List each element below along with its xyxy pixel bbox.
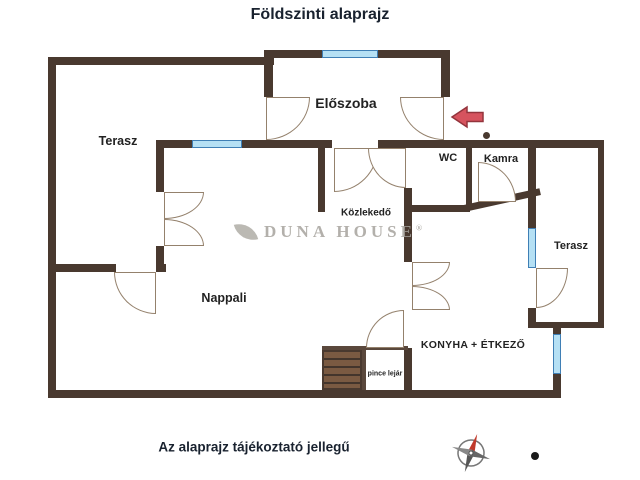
registered-mark: ® [415, 223, 422, 233]
wall-segment [598, 140, 604, 328]
room-label-wc: WC [438, 152, 458, 164]
door-arc [266, 97, 310, 140]
room-label-kamra: Kamra [483, 153, 519, 165]
room-label-pince: pince lejár [367, 370, 403, 378]
room-label-terasz-right: Terasz [553, 240, 589, 252]
double-door-arc [412, 262, 450, 286]
wall-segment [264, 50, 273, 97]
wall-segment [378, 140, 604, 148]
wall-segment [404, 212, 412, 262]
double-door-arc [164, 219, 204, 246]
wall-segment [528, 322, 604, 328]
wall-segment [528, 308, 536, 326]
room-label-nappali: Nappali [201, 291, 247, 305]
double-door-arc [164, 192, 204, 219]
door-arc [368, 148, 406, 188]
basement-stairs [322, 350, 362, 390]
door-arc [536, 268, 568, 308]
wall-segment [156, 148, 164, 192]
wall-segment [322, 346, 408, 350]
door-arc [366, 310, 404, 348]
wall-segment [48, 57, 56, 398]
room-label-terasz-left: Terasz [98, 134, 138, 148]
wall-segment [48, 57, 274, 65]
window-marker [553, 334, 561, 374]
page-title: Földszinti alaprajz [250, 6, 390, 23]
wall-segment [48, 390, 561, 398]
window-marker [528, 228, 536, 268]
window-marker [322, 50, 378, 58]
map-dot [531, 452, 539, 460]
door-hinge-dot [483, 132, 490, 139]
wall-segment [528, 148, 536, 268]
wall-segment [156, 264, 166, 272]
wall-segment [156, 140, 332, 148]
compass-rose-icon [451, 433, 491, 473]
wall-segment [48, 264, 116, 272]
room-label-eloszoba: Előszoba [315, 95, 377, 111]
wall-segment [404, 205, 470, 212]
room-label-konyha: KONYHA + ÉTKEZŐ [420, 339, 526, 351]
door-arc-entrance [400, 97, 444, 140]
room-label-kozlekedo: Közlekedő [340, 207, 392, 219]
double-door-arc [412, 286, 450, 310]
wall-segment [441, 50, 450, 97]
entrance-arrow-icon [450, 105, 484, 129]
door-arc [114, 272, 156, 314]
wall-segment [404, 348, 412, 390]
wall-segment [318, 148, 325, 212]
watermark: DUNA HOUSE® [233, 219, 422, 245]
footer-note: Az alaprajz tájékoztató jellegű [158, 439, 350, 455]
wall-segment [362, 348, 366, 390]
wall-segment [466, 148, 472, 208]
leaf-icon [233, 219, 259, 245]
wall-segment [404, 188, 412, 212]
door-arc [478, 162, 516, 202]
window-marker [192, 140, 242, 148]
watermark-text: DUNA HOUSE® [264, 222, 422, 241]
wall-segment [156, 246, 164, 272]
